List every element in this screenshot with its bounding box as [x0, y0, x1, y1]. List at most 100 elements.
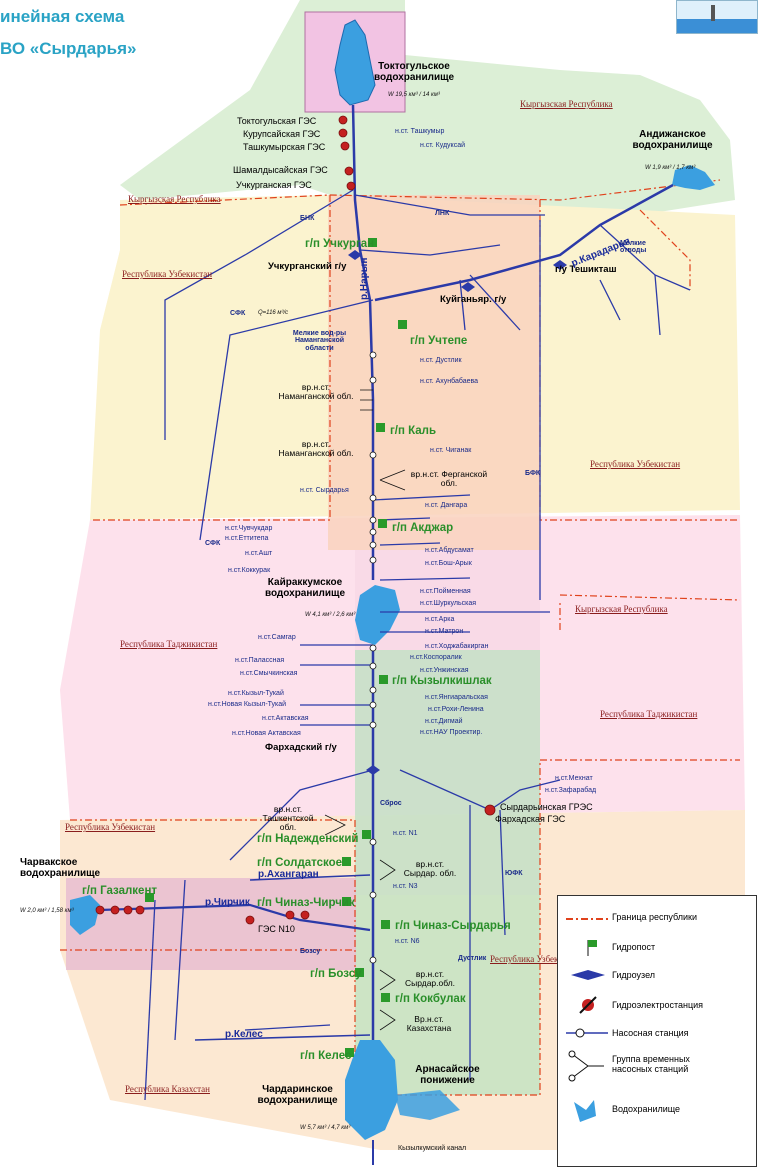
river-naryn: р.Нарын — [359, 257, 370, 300]
small-reservoirs-namangan: Мелкие вод-ры Наманганской области — [292, 330, 347, 352]
rep-kyrgyz-nw: Кыргызская Республика — [128, 194, 221, 204]
hpp-label-tashkumyr: Ташкумырская ГЭС — [243, 142, 326, 152]
group-kazakhstan: Вр.н.ст. Казахстана — [406, 1014, 452, 1033]
reservoir-legend-icon — [574, 1100, 596, 1122]
chirchik-river — [99, 903, 371, 932]
gauge-kal: г/п Каль — [390, 425, 437, 437]
toktogul-label: Токтогульское водохранилище — [374, 61, 455, 83]
zone-green-band — [355, 650, 540, 1095]
toktogul-volume: W 19,5 км³ / 14 км³ — [388, 92, 440, 98]
river-keles: р.Келес — [225, 1029, 263, 1040]
gauge-markers — [145, 238, 407, 1057]
pump-syrdarya: н.ст. Сырдарья — [300, 487, 349, 494]
pump-asht: н.ст.Ашт — [245, 550, 273, 557]
pump-abdusamat: н.ст.Абдусамат — [425, 547, 474, 554]
hydronode-markers — [348, 250, 567, 775]
canal-lnk: ЛНК — [435, 210, 450, 217]
pump-mekhnat: н.ст.Мехнат — [555, 775, 593, 782]
gauge-uchtepe: г/п Учтепе — [410, 335, 468, 347]
pump-bosh-aryk: н.ст.Бош-Арык — [425, 560, 472, 567]
gauge-chinaz-syrdarya: г/п Чиназ-Сырдарья — [395, 920, 511, 932]
pump-nau: н.ст.НАУ Проектир. — [420, 729, 483, 736]
pump-arka: н.ст.Арка — [425, 616, 455, 623]
pump-kokkurak: н.ст.Коккурак — [228, 567, 271, 574]
group-fergana: вр.н.ст. Ферганской обл. — [410, 469, 488, 488]
group-tashkent: вр.н.ст. Ташкентской обл. — [262, 804, 314, 832]
map-title-line2: ВО «Сырдарья» — [0, 39, 137, 58]
pump-n3: н.ст. N3 — [393, 883, 418, 890]
group-namangan-2: вр.н.ст. Наманганской обл. — [278, 439, 354, 458]
pump-smychkinskaya: н.ст.Смычкинская — [240, 670, 298, 677]
pump-n1: н.ст. N1 — [393, 830, 418, 837]
map-title-line1: инейная схема — [0, 7, 125, 26]
rep-tajik-e: Республика Таджикистан — [600, 709, 698, 719]
hpp-label-uchkurgan: Учкурганская ГЭС — [236, 180, 312, 190]
group-syrdar-1: вр.н.ст. Сырдар. обл. — [403, 859, 457, 878]
canal-dustlik: Дустлик — [458, 955, 487, 962]
node-farkhad: Фархадский г/у — [265, 742, 337, 753]
pump-aktavskaya: н.ст.Актавская — [262, 715, 309, 722]
canal-bozsu: Бозсу — [300, 948, 321, 955]
pump-legend-icon — [566, 1028, 608, 1038]
pump-rokhi-lenina: н.ст.Рохи-Ленина — [428, 706, 484, 713]
gauge-legend-icon — [587, 940, 597, 956]
legend-border-label: Граница республики — [612, 912, 698, 922]
legend-group-label: Группа временных насосных станций — [612, 1054, 690, 1074]
gauge-uchkurgan: г/п Учкурган — [305, 238, 375, 250]
canal-yufk: ЮФК — [505, 870, 523, 877]
pump-khodzhabakirgan: н.ст.Ходжабакирган — [425, 643, 489, 650]
pump-palassnaya: н.ст.Палассная — [235, 657, 285, 664]
rep-uzbek-s: Республика Узбекистан — [490, 954, 581, 964]
sbros-label: Сброс — [380, 800, 402, 807]
karadarya-river — [374, 183, 674, 302]
hpp-label-syrdarya-grp: Сырдарьинская ГРЭС — [500, 802, 593, 812]
legend-reservoir-label: Водохранилище — [612, 1104, 681, 1114]
rep-tajik-w: Республика Таджикистан — [120, 639, 218, 649]
charvak-reservoir — [70, 895, 100, 935]
node-kuiganyar: Куйганьяр. г/у — [440, 294, 507, 305]
rep-kyrgyz-ne: Кыргызская Республика — [520, 99, 613, 109]
canal-sfk: СФК — [230, 310, 246, 317]
canal-sfk-lower: СФК — [205, 540, 221, 547]
charvak-volume: W 2,0 км³ / 1,58 км³ — [20, 908, 74, 914]
pump-markers — [369, 351, 377, 964]
zone-kyrgyz-north — [120, 0, 735, 215]
arnasai-label: Арнасайское понижение — [415, 1064, 480, 1086]
charvak-label: Чарвакское водохранилище — [20, 857, 101, 879]
pump-tashkumyr: н.ст. Ташкумыр — [395, 128, 445, 135]
gauge-kokbulak: г/п Кокбулак — [395, 993, 466, 1005]
gauge-gazalkent: г/п Газалкент — [82, 885, 158, 897]
pump-chiganak: н.ст. Чиганак — [430, 447, 472, 454]
group-brackets — [324, 389, 406, 1031]
legend-pump-label: Насосная станция — [612, 1028, 689, 1038]
group-legend-icon — [568, 1050, 604, 1082]
pump-novaya-aktavskaya: н.ст.Новая Актавская — [232, 730, 301, 737]
akhangaran-river — [249, 874, 371, 881]
pump-matron: н.ст.Матрон — [425, 628, 464, 635]
pump-dustlik: н.ст. Дустлик — [420, 357, 462, 364]
arnasai-depression — [395, 1090, 460, 1120]
hpp-legend-icon — [579, 996, 597, 1014]
pump-shurkulskaya: н.ст.Шуркульская — [420, 600, 477, 607]
node-teshiktash: г/у Тешикташ — [555, 264, 617, 275]
legend-hpp-label: Гидроэлектростанция — [612, 1000, 704, 1010]
zone-charvak — [66, 878, 356, 970]
andijan-reservoir — [672, 165, 715, 190]
hpp-markers — [95, 115, 496, 925]
pump-zafarabad: н.ст.Зафарабад — [545, 787, 597, 794]
pump-samgar: н.ст.Самгар — [258, 634, 296, 641]
map-legend: Граница республики Гидропост Гидроузел Г… — [557, 895, 757, 1167]
river-chirchik: р.Чирчик — [205, 897, 250, 908]
pump-unzhinskaya: н.ст.Унжинская — [420, 667, 469, 674]
group-namangan-1: вр.н.ст. Наманганской обл. — [278, 382, 354, 401]
legend-node-label: Гидроузел — [612, 970, 656, 980]
sfk-q-label: Q=116 м³/с — [258, 310, 289, 316]
hpp-label-kurupsai: Курупсайская ГЭС — [243, 129, 321, 139]
toktogul-reservoir — [334, 19, 376, 106]
pump-kuduksai: н.ст. Кудуксай — [420, 142, 466, 149]
kairakkum-label: Кайраккумское водохранилище — [264, 577, 346, 599]
pump-chuvchukdar: н.ст.Чувчукдар — [225, 525, 273, 532]
chardara-volume: W 5,7 км³ / 4,7 км³ — [300, 1125, 351, 1131]
pump-kyzyl-tukai: н.ст.Кызыл-Тукай — [228, 690, 284, 697]
canal-bnk: БНК — [300, 215, 315, 222]
